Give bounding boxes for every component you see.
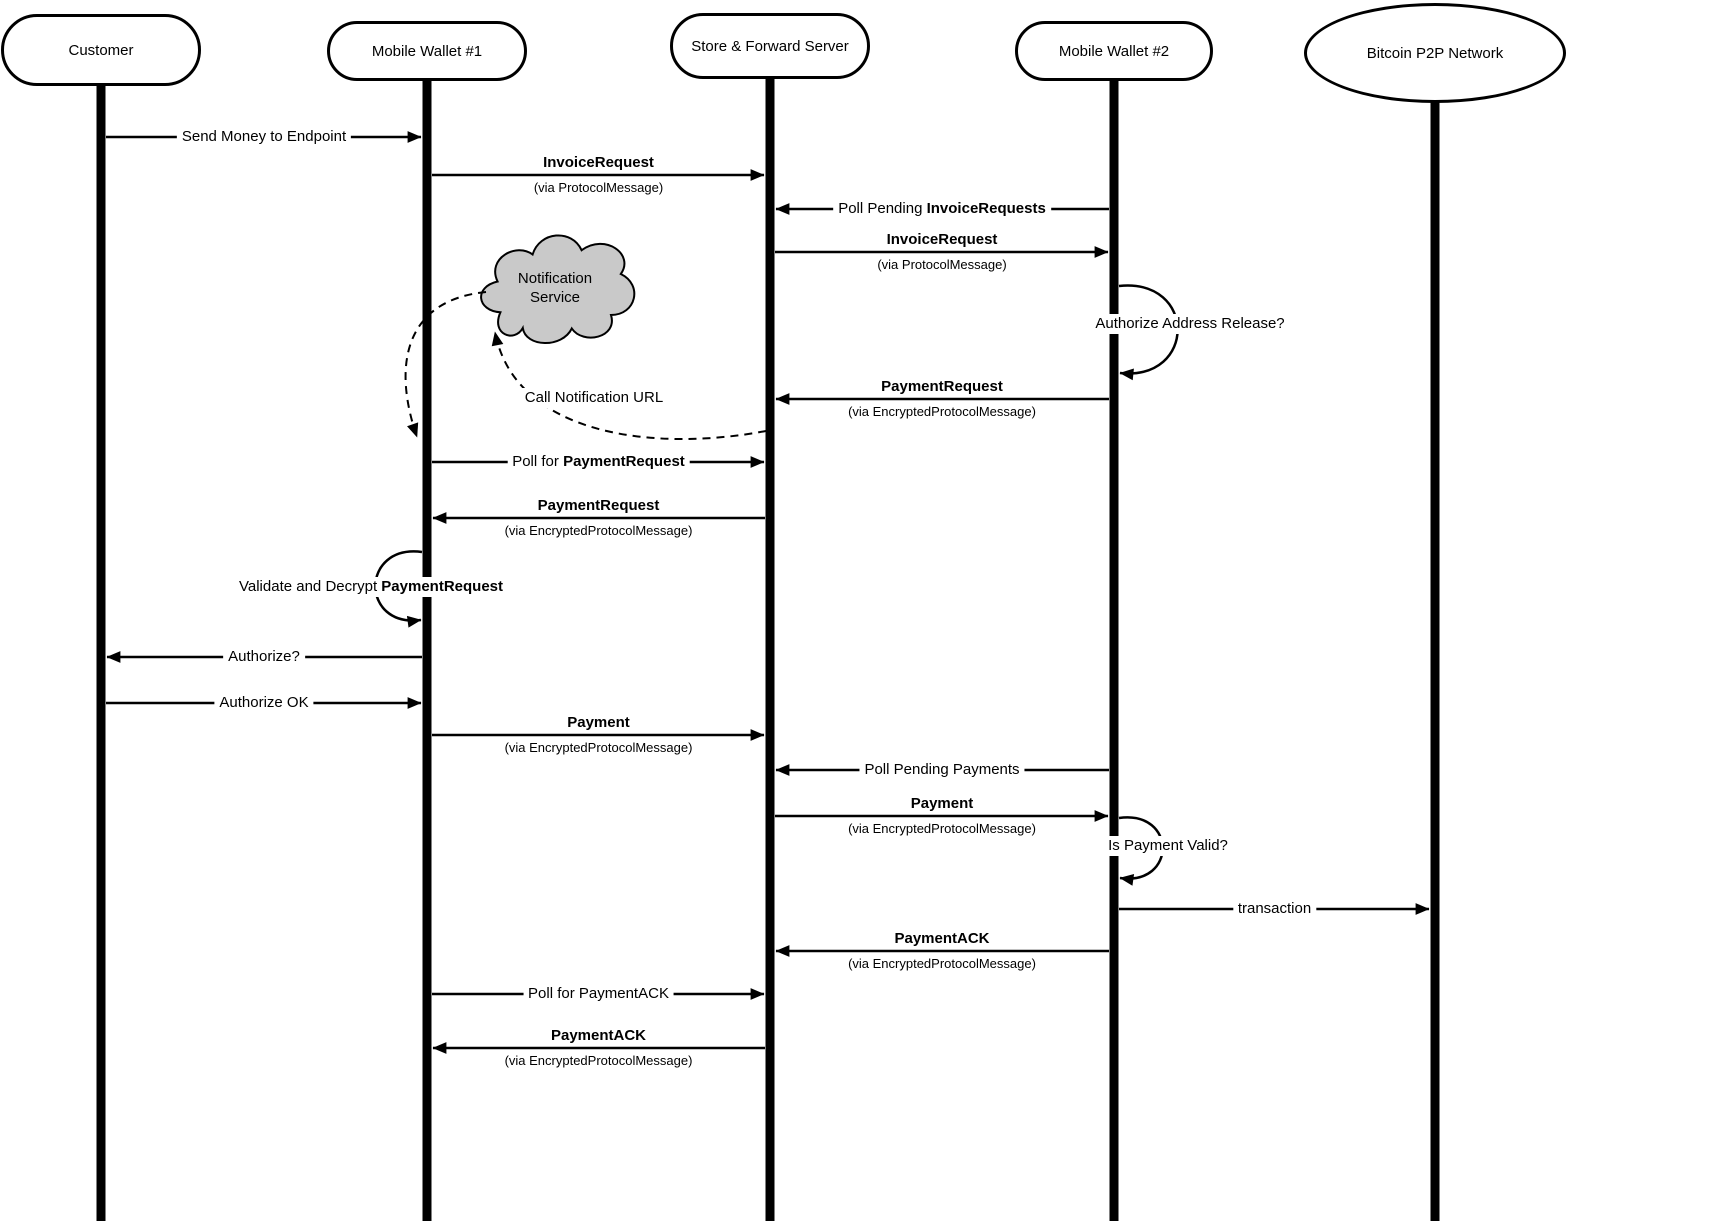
actor-wallet2: Mobile Wallet #2 [1015,21,1213,81]
label-text: Poll Pending [838,200,927,217]
message-subtitle: (via EncryptedProtocolMessage) [504,1053,693,1068]
actor-label-bitcoin: Bitcoin P2P Network [1366,44,1504,62]
actor-label-server: Store & Forward Server [691,37,849,55]
message-title: Payment [567,713,630,733]
message-subtitle: (via EncryptedProtocolMessage) [848,404,1036,419]
lifeline-bitcoin [1430,97,1440,1221]
label-text: Poll for PaymentACK [528,985,669,1002]
message-subtitle: (via EncryptedProtocolMessage) [848,956,1036,971]
lifeline-wallet2 [1109,75,1119,1221]
label-text: Poll for [512,453,564,470]
message-subtitle: (via ProtocolMessage) [533,180,664,195]
actor-label-wallet2: Mobile Wallet #2 [1058,42,1170,60]
message-subtitle: (via EncryptedProtocolMessage) [504,740,693,755]
label-bold-text: PaymentRequest [537,497,660,514]
label-bold-text: Payment [910,795,974,812]
message-title: PaymentACK [551,1026,646,1046]
self-message-label: Validate and Decrypt PaymentRequest [233,577,509,597]
actor-customer: Customer [1,14,201,86]
lifeline-customer [96,80,106,1221]
label-text: Send Money to Endpoint [181,128,347,145]
label-bold-text: InvoiceRequest [543,154,654,171]
label-text: Authorize? [228,648,300,665]
lifeline-wallet1 [422,75,432,1221]
message-label: Poll Pending Payments [859,760,1025,780]
label-bold-text: PaymentACK [894,930,990,947]
lifeline-server [765,73,775,1221]
actor-server: Store & Forward Server [670,13,870,79]
message-subtitle: (via EncryptedProtocolMessage) [504,523,693,538]
server-to-cloud-link [491,331,767,440]
label-bold-text: InvoiceRequests [926,200,1046,217]
actor-bitcoin: Bitcoin P2P Network [1304,3,1566,103]
notification-service-cloud [480,234,636,344]
actor-label-customer: Customer [68,41,134,59]
self-message-label: Is Payment Valid? [1103,836,1233,856]
actor-wallet1: Mobile Wallet #1 [327,21,527,81]
message-label: Poll Pending InvoiceRequests [833,199,1051,219]
message-title: Payment [911,794,974,814]
label-bold-text: PaymentRequest [381,578,504,595]
dashed-link-label: Call Notification URL [519,388,669,408]
message-title: InvoiceRequest [887,230,998,250]
label-bold-text: PaymentRequest [563,453,685,470]
label-text: Validate and Decrypt [238,578,382,595]
label-text: Authorize Address Release? [1095,315,1285,332]
label-text: Poll Pending Payments [864,761,1020,778]
message-label: Poll for PaymentACK [523,984,674,1004]
message-subtitle: (via EncryptedProtocolMessage) [848,821,1036,836]
label-bold-text: PaymentRequest [881,378,1003,395]
label-text: Authorize OK [219,694,309,711]
message-title: PaymentRequest [881,377,1003,397]
message-subtitle: (via ProtocolMessage) [877,257,1007,272]
message-label: Authorize OK [214,693,314,713]
label-bold-text: PaymentACK [550,1027,647,1044]
message-title: PaymentRequest [538,496,660,516]
message-label: Poll for PaymentRequest [507,452,690,472]
message-title: InvoiceRequest [543,153,654,173]
label-text: transaction [1237,900,1312,917]
cloud-label-line: Service [529,289,581,306]
cloud-label-line: Notification [517,270,593,287]
self-message-label: Authorize Address Release? [1090,314,1290,334]
actor-label-wallet1: Mobile Wallet #1 [371,42,483,60]
label-bold-text: Payment [567,714,630,731]
label-bold-text: InvoiceRequest [886,231,998,248]
label-text: Is Payment Valid? [1108,837,1228,854]
message-label: transaction [1232,899,1317,919]
message-title: PaymentACK [894,929,989,949]
message-label: Send Money to Endpoint [176,127,352,147]
message-label: Authorize? [223,647,305,667]
diagram-shapes-layer [96,73,1440,1221]
